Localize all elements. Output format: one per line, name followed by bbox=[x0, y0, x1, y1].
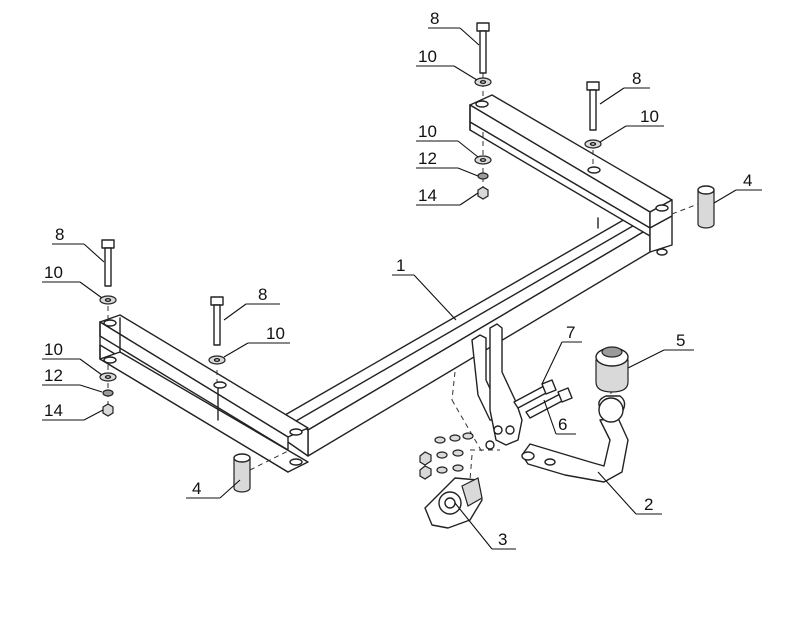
callout-10-right-lower: 10 bbox=[418, 122, 437, 141]
callout-2-tow-ball: 2 bbox=[644, 495, 653, 514]
callout-8-left-outer: 8 bbox=[55, 225, 64, 244]
callout-10-top-right: 10 bbox=[640, 107, 659, 126]
right-mounting-bracket bbox=[469, 94, 673, 256]
leader-lines bbox=[42, 27, 762, 550]
callout-labels: 8 10 8 10 10 12 14 4 8 10 1 8 10 10 12 1… bbox=[44, 9, 752, 549]
bolts-6-7 bbox=[513, 379, 573, 419]
callout-10-left-lower: 10 bbox=[44, 340, 63, 359]
callout-8-left-inner: 8 bbox=[258, 285, 267, 304]
callout-12-left: 12 bbox=[44, 366, 63, 385]
callout-10-top-center: 10 bbox=[418, 47, 437, 66]
bolt-top-center bbox=[476, 22, 490, 100]
tow-ball-neck bbox=[521, 380, 629, 483]
callout-1-cross-beam: 1 bbox=[396, 256, 405, 275]
bolt-left-inner bbox=[210, 296, 224, 383]
plate-nuts bbox=[419, 432, 500, 480]
ball-cap bbox=[595, 346, 629, 393]
left-mounting-bracket bbox=[99, 314, 309, 473]
callout-5-ball-cap: 5 bbox=[676, 331, 685, 350]
bolt-top-right bbox=[586, 81, 600, 168]
callout-8-top-center: 8 bbox=[430, 9, 439, 28]
callout-4-left: 4 bbox=[192, 479, 201, 498]
callout-7-bolt: 7 bbox=[566, 323, 575, 342]
ball-mounting-plate bbox=[451, 323, 523, 453]
callout-12-right: 12 bbox=[418, 149, 437, 168]
callout-8-top-right: 8 bbox=[632, 69, 641, 88]
spacer-sleeve-right bbox=[671, 185, 715, 229]
callout-14-right: 14 bbox=[418, 186, 437, 205]
callout-6-bolt: 6 bbox=[558, 415, 567, 434]
main-cross-beam bbox=[284, 217, 651, 457]
bolt-left-outer bbox=[101, 239, 115, 320]
spacer-sleeve-left bbox=[233, 449, 291, 493]
socket-plate bbox=[424, 454, 483, 529]
callout-4-right: 4 bbox=[743, 171, 752, 190]
callout-3-socket-plate: 3 bbox=[498, 530, 507, 549]
callout-14-left: 14 bbox=[44, 401, 63, 420]
callout-10-left-outer: 10 bbox=[44, 263, 63, 282]
callout-10-left-inner: 10 bbox=[266, 324, 285, 343]
